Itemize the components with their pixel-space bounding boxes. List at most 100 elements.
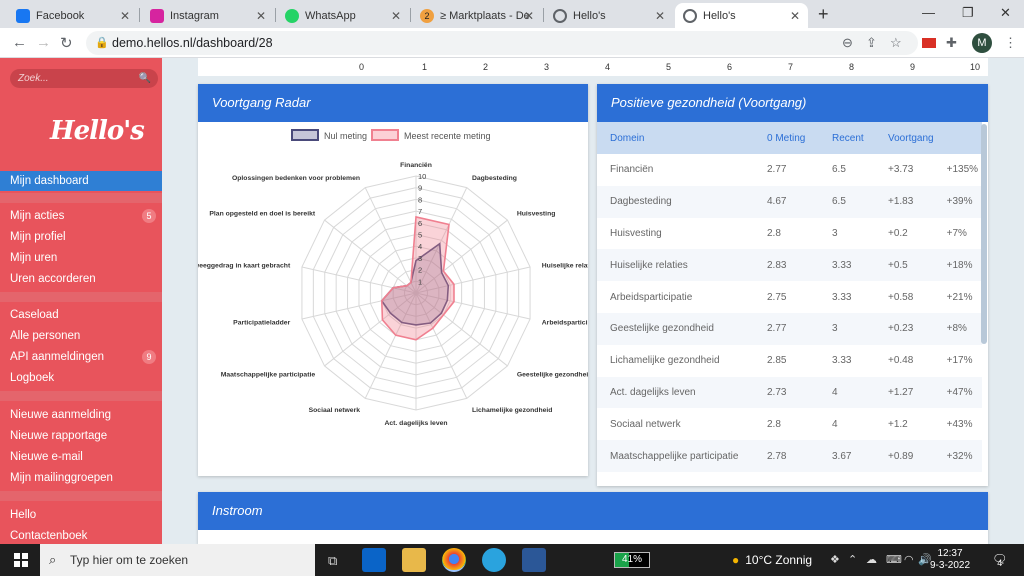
address-bar[interactable]: 🔒 demo.hellos.nl/dashboard/28 [86, 31, 918, 55]
weather-widget[interactable]: ●10°C Zonnig [732, 544, 812, 576]
table-scrollbar[interactable] [981, 124, 987, 344]
notification-count: 4 [997, 558, 1003, 568]
hellos-logo[interactable]: Hello's [50, 116, 145, 146]
sidebar-item-mijn-dashboard[interactable]: Mijn dashboard [0, 171, 162, 191]
table-header-row: Domein 0 Meting Recent Voortgang [597, 122, 982, 154]
extension-icon[interactable] [922, 38, 936, 48]
column-header[interactable]: Domein [597, 122, 754, 154]
table-cell: 3.33 [819, 249, 875, 282]
menu-kebab-icon[interactable]: ⋮ [1004, 35, 1017, 50]
wifi-icon[interactable]: ◠ [904, 554, 914, 566]
legend-label-nul: Nul meting [324, 131, 367, 141]
tab-label: Hello's [703, 9, 736, 22]
sidebar-item-nieuwe-email[interactable]: Nieuwe e-mail [0, 447, 162, 467]
table-cell: 4 [832, 418, 838, 430]
table-cell: 6.5 [819, 185, 875, 218]
sidebar-item-nieuwe-aanmelding[interactable]: Nieuwe aanmelding [0, 405, 162, 425]
tab-instagram[interactable]: Instagram ✕ [142, 3, 274, 28]
sidebar-item-alle-personen[interactable]: Alle personen [0, 326, 162, 346]
table-cell: 3.33 [832, 291, 852, 303]
close-icon[interactable]: ✕ [119, 8, 130, 23]
radar-panel-title: Voortgang Radar [198, 84, 588, 122]
reload-button[interactable]: ↻ [60, 35, 73, 52]
tab-hellos-1[interactable]: Hello's ✕ [545, 3, 673, 28]
close-icon[interactable]: ✕ [390, 8, 401, 23]
forward-button[interactable]: → [36, 34, 51, 51]
zoom-icon[interactable]: ⊖ [842, 35, 853, 50]
table-cell: +135% [946, 164, 979, 176]
tab-hellos-active[interactable]: Hello's ✕ [675, 3, 808, 28]
table-cell: Financiën [610, 164, 654, 176]
axis-tick: 0 [359, 62, 365, 72]
dropbox-icon[interactable]: ❖ [830, 554, 840, 566]
sidebar-item-mijn-mailinggroepen[interactable]: Mijn mailinggroepen [0, 468, 162, 488]
axis-tick: 2 [483, 62, 489, 72]
sidebar-item-contactenboek[interactable]: Contactenboek [0, 526, 162, 546]
outlook-icon[interactable] [362, 548, 386, 572]
bookmark-star-icon[interactable]: ☆ [890, 35, 902, 50]
page-scrollbar[interactable] [1016, 58, 1024, 544]
table-cell: 6.5 [832, 164, 846, 176]
share-icon[interactable]: ⇪ [866, 35, 877, 50]
search-icon[interactable]: 🔍 [138, 73, 151, 84]
battery-indicator[interactable]: 41% [614, 552, 650, 568]
back-button[interactable]: ← [12, 34, 27, 51]
table-cell: 2.73 [754, 376, 819, 409]
sidebar-item-mijn-profiel[interactable]: Mijn profiel [0, 227, 162, 247]
chrome-icon[interactable] [442, 548, 466, 572]
radial-tick-label: 4 [418, 242, 422, 251]
task-view-icon[interactable]: ⧉ [328, 553, 338, 568]
maximize-button[interactable]: ❐ [962, 5, 974, 20]
notification-center-icon[interactable]: 🗨4 [992, 552, 1008, 568]
close-icon[interactable]: ✕ [255, 8, 266, 23]
close-icon[interactable]: ✕ [654, 8, 665, 23]
window-close-button[interactable]: ✕ [1000, 5, 1011, 20]
sidebar-item-caseload[interactable]: Caseload [0, 305, 162, 325]
legend-swatch-recent [371, 129, 399, 141]
windows-start-icon[interactable] [14, 553, 28, 567]
table-cell: 3 [819, 312, 875, 345]
radial-tick-label: 3 [418, 254, 422, 263]
sidebar-search-input[interactable]: Zoek... 🔍 [10, 69, 158, 88]
extensions-puzzle-icon[interactable]: ✚ [946, 35, 957, 50]
sidebar-item-logboek[interactable]: Logboek [0, 368, 162, 388]
minimize-button[interactable]: — [922, 5, 935, 20]
tab-facebook[interactable]: Facebook ✕ [8, 3, 138, 28]
tab-whatsapp[interactable]: WhatsApp ✕ [277, 3, 409, 28]
sidebar-item-nieuwe-rapportage[interactable]: Nieuwe rapportage [0, 426, 162, 446]
table-cell: 2.83 [754, 249, 819, 282]
file-explorer-icon[interactable] [402, 548, 426, 572]
system-clock[interactable]: 12:37 9-3-2022 [930, 548, 970, 572]
column-header[interactable]: Voortgang [875, 122, 934, 154]
taskbar-search-input[interactable]: ⌕ Typ hier om te zoeken [40, 544, 315, 576]
profile-avatar[interactable]: M [972, 33, 992, 53]
telegram-icon[interactable] [482, 548, 506, 572]
globe-icon [683, 8, 697, 23]
axis-tick: 9 [910, 62, 916, 72]
cloud-icon[interactable]: ☁ [866, 554, 877, 566]
column-header[interactable]: Recent [819, 122, 875, 154]
radar-category-label: Geestelijke gezondheid [517, 371, 588, 378]
close-icon[interactable]: ✕ [523, 8, 534, 23]
sidebar-item-uren-accorderen[interactable]: Uren accorderen [0, 269, 162, 289]
close-icon[interactable]: ✕ [789, 8, 800, 23]
radar-spoke [364, 187, 417, 294]
volume-icon[interactable]: 🔊 [918, 554, 932, 566]
sidebar-item-label: Nieuwe aanmelding [10, 409, 112, 421]
sidebar-item-label: Caseload [10, 309, 59, 321]
new-tab-button[interactable]: + [818, 4, 829, 24]
keyboard-icon[interactable]: ⌨ [886, 554, 902, 566]
word-icon[interactable] [522, 548, 546, 572]
tab-label: Facebook [36, 9, 85, 22]
sidebar-item-hello[interactable]: Hello [0, 505, 162, 525]
tab-marktplaats[interactable]: 2 ≥ Marktplaats - De ✕ [412, 3, 542, 28]
chevron-up-icon[interactable]: ⌃ [848, 554, 858, 566]
radar-spoke [415, 292, 531, 320]
column-header[interactable]: 0 Meting [754, 122, 819, 154]
sidebar-item-mijn-uren[interactable]: Mijn uren [0, 248, 162, 268]
table-cell: 2.75 [767, 291, 787, 303]
